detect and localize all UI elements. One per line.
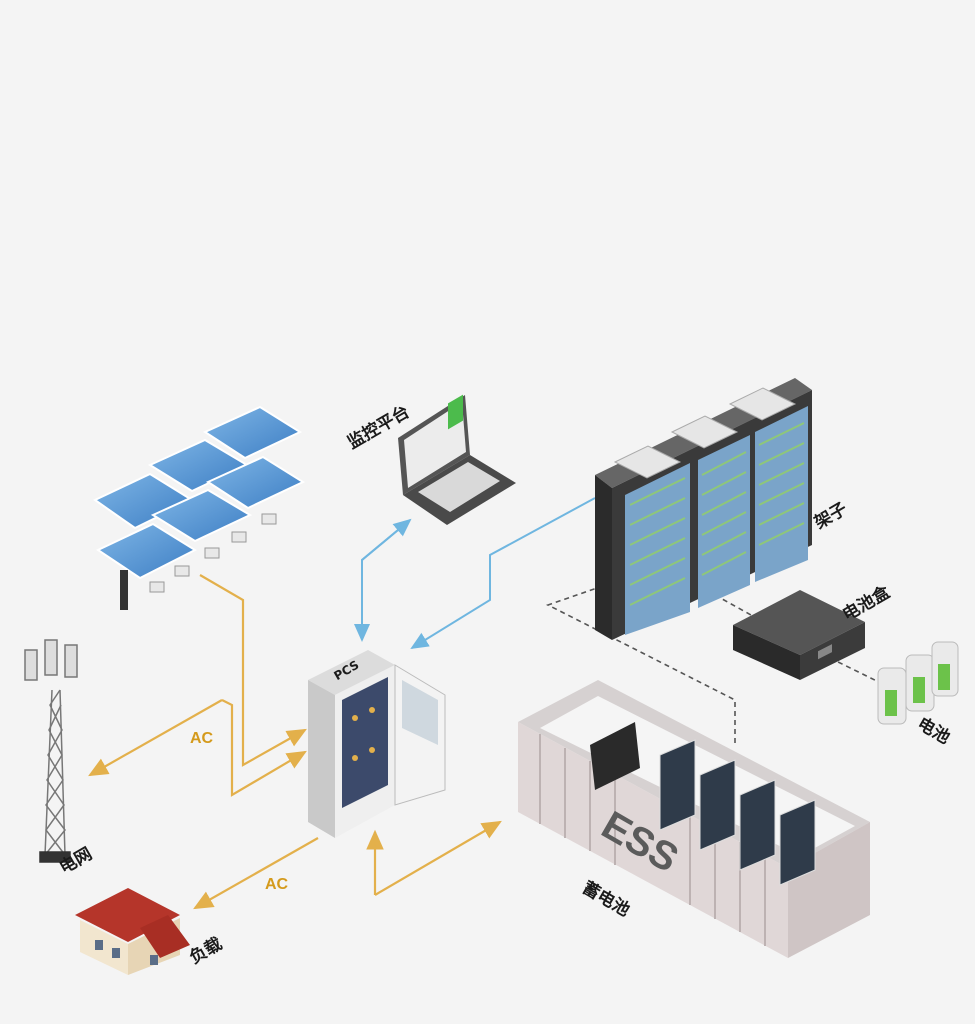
pcs-to-load-line: [193, 837, 319, 910]
ac-load-label: AC: [265, 876, 289, 893]
house-icon: [75, 888, 190, 975]
ess-container-icon: [518, 680, 870, 958]
grid-to-pcs-line: [221, 699, 307, 797]
rack-icon: [595, 378, 812, 640]
dashed-links: [545, 579, 896, 745]
solar-to-pcs-line: [199, 574, 307, 767]
battery-cells-icon: [877, 641, 959, 725]
pcs-cabinet-icon: [308, 650, 446, 838]
monitor-to-pcs-line: [354, 519, 411, 642]
solar-panels-icon: [93, 405, 306, 610]
communication-lines: [354, 497, 596, 650]
rack-to-pcs-line: [410, 497, 596, 650]
battery-box-icon: [733, 590, 865, 680]
pcs-to-grid-line: [88, 699, 223, 777]
pcs-to-monitor-line: [361, 518, 412, 640]
laptop-icon: [398, 394, 516, 525]
ac-grid-label: AC: [190, 730, 214, 747]
pcs-to-ess-line: [374, 820, 502, 896]
grid-tower-icon: [24, 639, 78, 863]
ac-power-lines: [88, 574, 502, 910]
